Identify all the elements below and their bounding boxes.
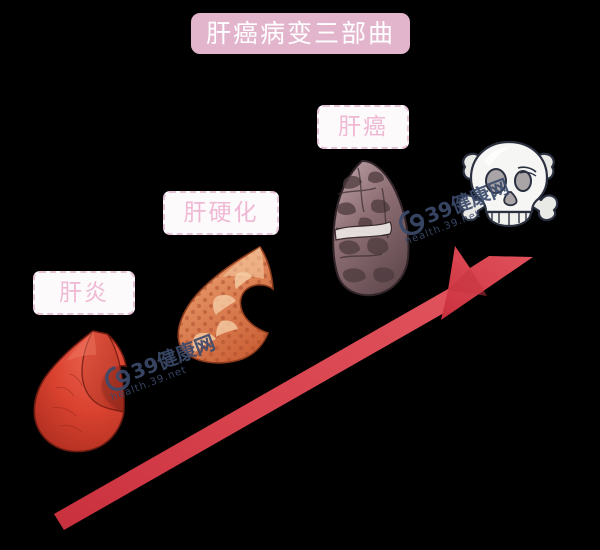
liver-healthy-inflamed-icon — [33, 330, 127, 453]
page-title-banner: 肝癌病变三部曲 — [191, 13, 410, 54]
stage-label-text: 肝癌 — [338, 113, 388, 140]
stage-label-cancer: 肝癌 — [317, 105, 409, 149]
skull-and-crossbones-icon — [458, 140, 559, 228]
page-title: 肝癌病变三部曲 — [205, 19, 395, 48]
liver-tumorous-icon — [332, 159, 410, 297]
stage-label-text: 肝硬化 — [183, 199, 259, 226]
stage-label-cirrhosis: 肝硬化 — [163, 191, 279, 235]
liver-cirrhotic-nodular-icon — [177, 245, 274, 364]
stage-label-text: 肝炎 — [59, 279, 109, 306]
stage-label-hepatitis: 肝炎 — [33, 271, 135, 315]
